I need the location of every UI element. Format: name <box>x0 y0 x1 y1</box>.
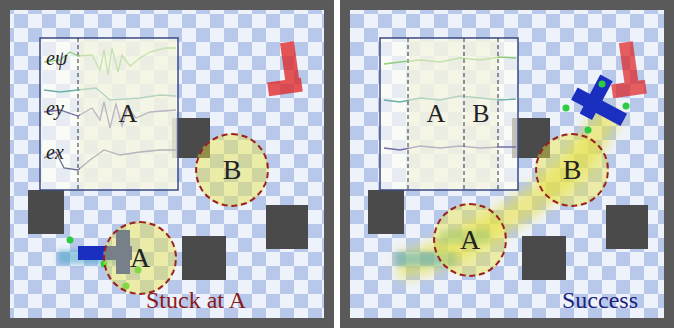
region-label: A <box>130 242 150 274</box>
outcome-label: Stuck at A <box>146 288 246 312</box>
region-label: A <box>119 99 138 129</box>
region-label: A <box>427 99 446 129</box>
right-arena <box>340 0 674 328</box>
robot-t <box>567 68 637 133</box>
region-label: B <box>223 154 242 186</box>
axis-label: eψ <box>46 48 67 68</box>
plot-inset <box>40 38 178 190</box>
obstacle <box>522 236 566 280</box>
obstacle <box>368 190 404 234</box>
region-label: A <box>460 224 480 256</box>
axis-label: ex <box>46 142 64 162</box>
left-arena <box>0 0 334 328</box>
obstacle <box>28 190 64 234</box>
plot-phase: A <box>409 40 463 188</box>
region-label: B <box>472 99 489 129</box>
obstacle <box>182 236 226 280</box>
plot-phase: B <box>465 40 497 188</box>
plot-inset <box>380 38 518 190</box>
target-t <box>267 41 303 96</box>
waypoint-circle: A <box>103 221 177 295</box>
waypoint-circle: A <box>433 203 507 277</box>
waypoint-circle: B <box>195 133 269 207</box>
plot-phase: A <box>80 40 176 188</box>
target-t <box>611 41 647 98</box>
axis-label: ey <box>46 98 64 118</box>
obstacle <box>266 205 308 249</box>
contact-dots <box>563 81 630 134</box>
region-label: B <box>563 154 582 186</box>
outcome-label: Success <box>562 288 638 312</box>
obstacle <box>606 205 648 249</box>
waypoint-circle: B <box>535 133 609 207</box>
